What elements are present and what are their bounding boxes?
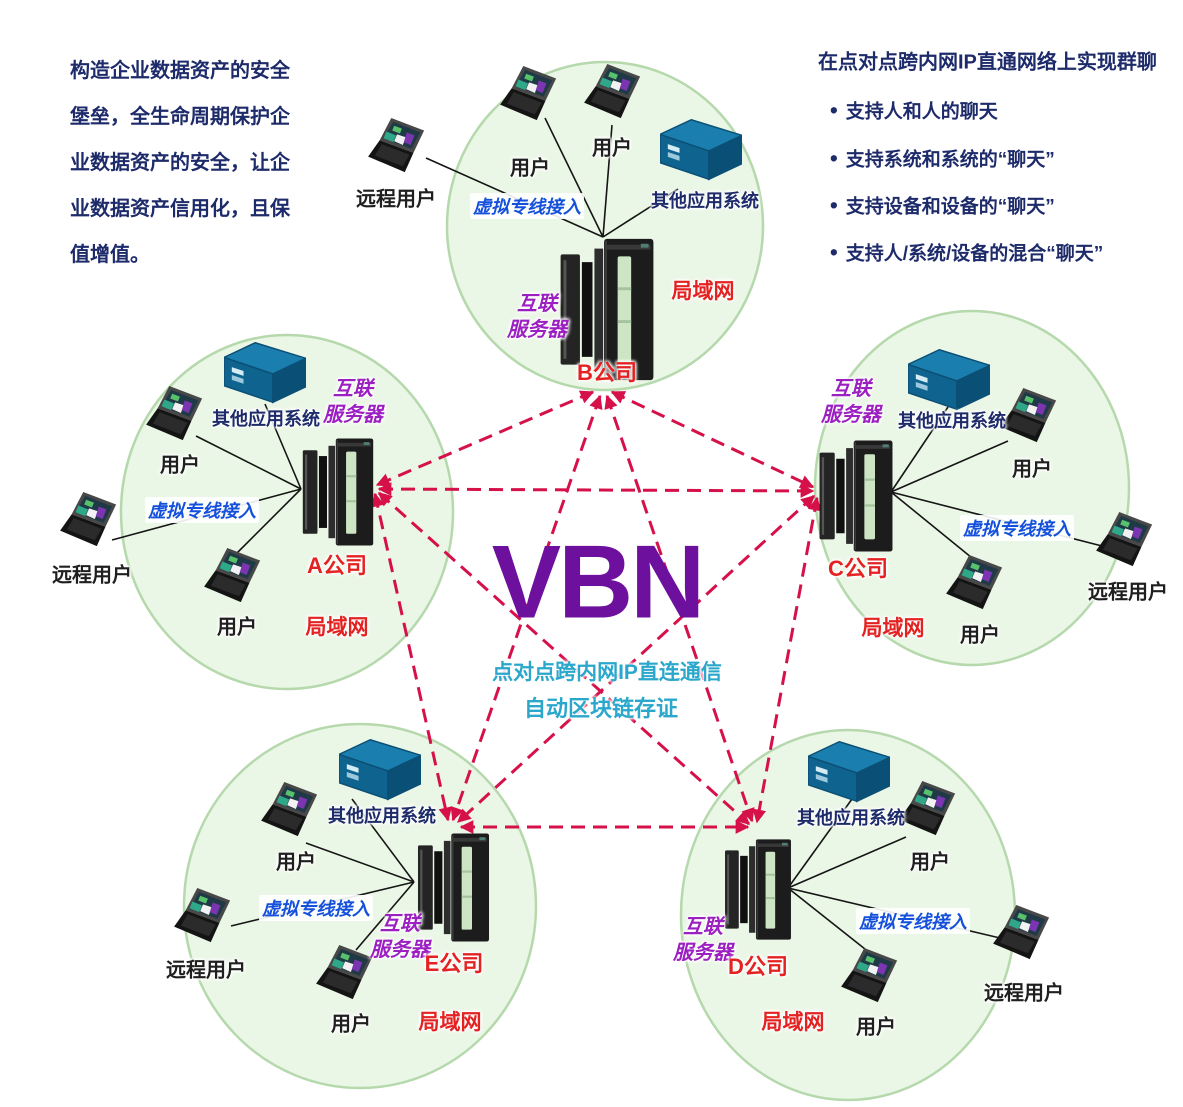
- laptop-icon: [60, 492, 117, 547]
- lan-link: [305, 842, 415, 883]
- user-label: 用户: [1012, 458, 1052, 481]
- other-system-label: 其他应用系统: [328, 806, 436, 826]
- lan-link: [890, 491, 978, 563]
- left-note-line: 业数据资产信用化，且保: [70, 198, 290, 220]
- lan-link: [236, 488, 302, 554]
- remote-user-label: 远程用户: [356, 188, 436, 211]
- interconnect-server-label: 互联 服务器: [323, 376, 383, 428]
- bullet-text: 支持设备和设备的“聊天”: [845, 196, 1055, 218]
- bullet-dot: •: [830, 145, 838, 170]
- lan-link: [787, 798, 853, 889]
- vpn-access-label: 虚拟专线接入: [960, 515, 1074, 541]
- lan-link: [544, 117, 604, 238]
- right-panel-bullet-item: • 支持系统和系统的“聊天”: [830, 145, 1055, 172]
- lan-link: [787, 836, 907, 889]
- server-label-line1: 互联: [333, 378, 373, 400]
- vbn-subtitle-2: 自动区块链存证: [523, 696, 679, 721]
- bullet-dot: •: [830, 192, 838, 217]
- interconnect-server-label: 互联 服务器: [370, 911, 430, 963]
- server-label-line2: 服务器: [323, 404, 383, 426]
- left-note-line: 构造企业数据资产的安全: [70, 60, 290, 82]
- other-system-label: 其他应用系统: [898, 411, 1006, 431]
- company-label: B公司: [577, 360, 637, 385]
- laptop-icon: [368, 118, 425, 173]
- other-system-label: 其他应用系统: [212, 409, 320, 429]
- vpn-access-label: 虚拟专线接入: [856, 908, 970, 934]
- right-panel-bullet-item: • 支持设备和设备的“聊天”: [830, 192, 1055, 219]
- vpn-access-label: 虚拟专线接入: [470, 193, 584, 219]
- user-label: 用户: [910, 851, 950, 874]
- user-label: 用户: [960, 624, 1000, 647]
- left-note-line: 业数据资产的安全，让企: [70, 152, 290, 174]
- bullet-dot: •: [830, 239, 838, 264]
- bullet-text: 支持人和人的聊天: [845, 101, 998, 123]
- remote-user-label: 远程用户: [984, 982, 1064, 1005]
- vpn-access-label: 虚拟专线接入: [145, 497, 259, 523]
- remote-user-label: 远程用户: [166, 959, 246, 982]
- server-label-line2: 服务器: [673, 942, 733, 964]
- lan-link: [195, 435, 302, 490]
- user-label: 用户: [276, 851, 316, 874]
- left-note: 构造企业数据资产的安全 堡垒，全生命周期保护企 业数据资产的安全，让企 业数据资…: [70, 48, 290, 278]
- lan-label: 局域网: [761, 1011, 825, 1034]
- company-label: C公司: [828, 556, 888, 581]
- lan-link: [602, 124, 613, 238]
- lan-link: [351, 798, 415, 883]
- remote-user-label: 远程用户: [52, 564, 132, 587]
- lan-link: [787, 887, 871, 954]
- p2p-links: [370, 390, 822, 834]
- lan-label: 局域网: [671, 280, 735, 303]
- company-label: E公司: [424, 951, 484, 976]
- vbn-subtitle-1: 点对点跨内网IP直连通信: [492, 661, 722, 684]
- user-label: 用户: [217, 616, 257, 639]
- lan-label: 局域网: [305, 616, 369, 639]
- user-label: 用户: [592, 137, 632, 160]
- server-label-line2: 服务器: [821, 404, 881, 426]
- lan-link: [890, 440, 1009, 493]
- left-note-line: 值增值。: [70, 244, 150, 266]
- server-label-line2: 服务器: [370, 939, 430, 961]
- interconnect-server-label: 互联 服务器: [507, 291, 567, 343]
- server-label-line1: 互联: [831, 378, 871, 400]
- p2p-link-a-c: [377, 482, 815, 498]
- lan-link: [890, 406, 949, 493]
- p2p-link-c-e: [456, 494, 816, 824]
- server-label-line2: 服务器: [507, 319, 567, 341]
- right-panel-bullet-item: • 支持人和人的聊天: [830, 97, 998, 124]
- p2p-link-c-d: [752, 496, 822, 824]
- user-label: 用户: [856, 1016, 896, 1039]
- company-label: D公司: [728, 954, 788, 979]
- lan-link: [264, 403, 302, 490]
- p2p-link-b-c: [610, 390, 815, 489]
- other-system-label: 其他应用系统: [651, 191, 759, 211]
- interconnect-server-label: 互联 服务器: [821, 376, 881, 428]
- company-label: A公司: [307, 553, 367, 578]
- lan-link: [355, 881, 415, 951]
- server-label-line1: 互联: [517, 293, 557, 315]
- lan-link: [602, 188, 679, 238]
- vbn-logo: VBN: [491, 524, 706, 641]
- server-label-line1: 互联: [380, 913, 420, 935]
- user-label: 用户: [160, 454, 200, 477]
- server-rack-icon: [725, 839, 791, 940]
- bullet-text: 支持系统和系统的“聊天”: [845, 149, 1055, 171]
- interconnect-server-label: 互联 服务器: [673, 914, 733, 966]
- vpn-access-label: 虚拟专线接入: [259, 895, 373, 921]
- lan-label: 局域网: [861, 617, 925, 640]
- left-note-line: 堡垒，全生命周期保护企: [70, 106, 290, 128]
- bullet-text: 支持人/系统/设备的混合“聊天”: [845, 243, 1104, 265]
- other-system-label: 其他应用系统: [797, 808, 905, 828]
- user-label: 用户: [331, 1013, 371, 1036]
- server-rack-icon: [819, 440, 893, 552]
- right-panel-title: 在点对点跨内网IP直通网络上实现群聊: [818, 51, 1157, 74]
- remote-user-label: 远程用户: [1088, 581, 1168, 604]
- server-rack-icon: [302, 438, 374, 546]
- bullet-dot: •: [830, 97, 838, 122]
- user-label: 用户: [510, 157, 550, 180]
- right-panel-bullet-item: • 支持人/系统/设备的混合“聊天”: [830, 239, 1103, 266]
- server-label-line1: 互联: [683, 916, 723, 938]
- lan-label: 局域网: [418, 1011, 482, 1034]
